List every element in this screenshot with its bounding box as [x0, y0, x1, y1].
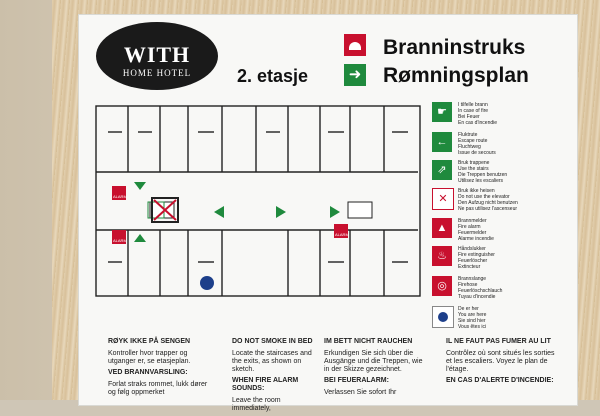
- arrow-left-icon: ←: [432, 132, 452, 152]
- stairs-icon: ⇗: [432, 160, 452, 180]
- instructions-text: Contrôlez où sont situés les sorties et …: [446, 350, 555, 373]
- fire-alarm-icon: ▲: [432, 218, 452, 238]
- legend-text: Brannmelder Fire alarm Feuermelder Alarm…: [458, 218, 494, 242]
- instructions-heading: RØYK IKKE PÅ SENGEN: [108, 338, 191, 345]
- logo-main-text: WITH: [123, 42, 191, 67]
- legend-text: I tilfelle brann In case of fire Bei Feu…: [458, 102, 498, 126]
- legend-text: De er her You are here Sie sind hier Vou…: [458, 306, 487, 330]
- title-escape-plan: Rømningsplan: [383, 64, 529, 87]
- instructions-english: DO NOT SMOKE IN BED Locate the staircase…: [232, 338, 317, 416]
- instructions-text: Erkundigen Sie sich über die Ausgänge un…: [324, 350, 423, 373]
- instructions-subheading: EN CAS D'ALERTE D'INCENDIE:: [446, 377, 554, 384]
- instructions-french: IL NE FAUT PAS FUMER AU LIT Contrôlez où…: [446, 338, 558, 389]
- instructions-norwegian: RØYK IKKE PÅ SENGEN Kontroller hvor trap…: [108, 338, 213, 400]
- you-are-here-icon: [432, 306, 454, 328]
- legend-text: Håndslukker Fire extinguisher Feuerlösch…: [458, 246, 495, 270]
- instructions-subheading: VED BRANNVARSLING:: [108, 369, 188, 376]
- instructions-text: Kontroller hvor trapper og utganger er, …: [108, 350, 191, 365]
- escape-plan-icon: ➜: [344, 64, 366, 86]
- floor-label: 2. etasje: [237, 66, 309, 86]
- no-elevator-icon: ✕: [432, 188, 454, 210]
- fire-hose-icon: ◎: [432, 276, 452, 296]
- instructions-heading: DO NOT SMOKE IN BED: [232, 338, 313, 345]
- legend-text: Bruk ikke heisen Do not use the elevator…: [458, 188, 518, 212]
- instructions-text: Verlassen Sie sofort Ihr: [324, 389, 397, 396]
- fire-extinguisher-icon: ♨: [432, 246, 452, 266]
- alarm-label: ALARM: [335, 232, 349, 237]
- instructions-heading: IM BETT NICHT RAUCHEN: [324, 338, 413, 345]
- title-fire-instructions: Branninstruks: [383, 36, 526, 59]
- instructions-heading: IL NE FAUT PAS FUMER AU LIT: [446, 338, 551, 345]
- fire-instruction-icon: [344, 34, 366, 56]
- instructions-text: Leave the room immediately,: [232, 397, 281, 412]
- logo-sub-text: HOME HOTEL: [122, 68, 192, 78]
- legend-text: Brannslange Firehose Feuerlöschschlauch …: [458, 276, 503, 300]
- floor-plan: ALARM ALARM ALARM: [95, 105, 421, 297]
- instructions-subheading: WHEN FIRE ALARM SOUNDS:: [232, 377, 299, 392]
- instructions-text: Forlat straks rommet, lukk dører og følg…: [108, 381, 208, 396]
- you-are-here-marker: [200, 276, 214, 290]
- legend-text: Bruk trappene Use the stairs Die Treppen…: [458, 160, 508, 184]
- alarm-label: ALARM: [113, 238, 127, 243]
- instructions-german: IM BETT NICHT RAUCHEN Erkundigen Sie sic…: [324, 338, 424, 400]
- alarm-label: ALARM: [113, 194, 127, 199]
- legend-text: Fluktrute Escape route Fluchtweg Issue d…: [458, 132, 496, 156]
- instructions-text: Locate the staircases and the exits, as …: [232, 350, 312, 373]
- hotel-logo: WITH HOME HOTEL: [96, 22, 218, 90]
- person-running-icon: ☛: [432, 102, 452, 122]
- instructions-subheading: BEI FEUERALARM:: [324, 377, 389, 384]
